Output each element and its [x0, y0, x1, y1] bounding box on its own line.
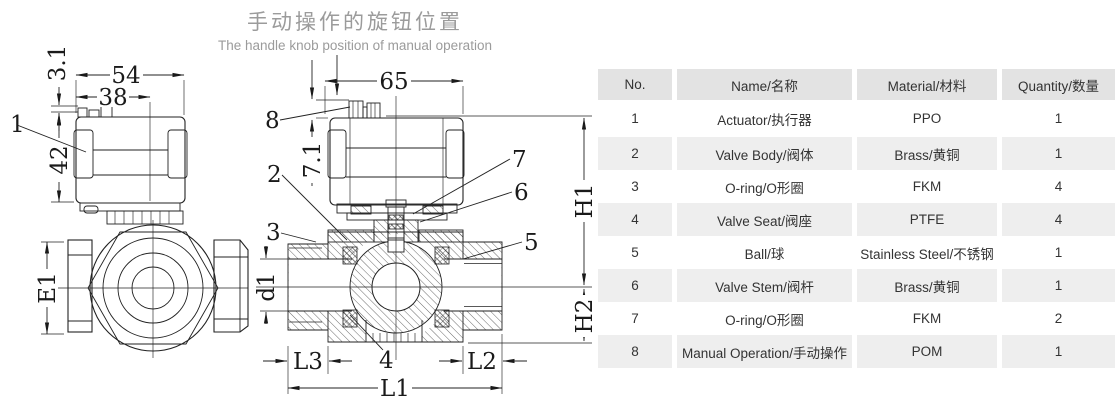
leader-6-label: 6	[514, 180, 529, 206]
dim-H1-label: H1	[572, 184, 598, 219]
dim-L1: L1	[287, 376, 503, 402]
actuator-section	[327, 117, 465, 206]
leader-2-label: 2	[267, 162, 282, 188]
leader-2: 2	[267, 162, 348, 241]
dim-38: 38	[75, 85, 151, 111]
dim-3-1: 3.1	[45, 39, 78, 131]
dim-L3-label: L3	[293, 349, 323, 375]
actuator-body-outline	[75, 116, 186, 204]
leader-1: 1	[10, 112, 87, 153]
bom-cell: Brass/黄铜	[857, 137, 997, 170]
bom-cell: 3	[598, 170, 672, 203]
bom-cell: 4	[1002, 203, 1115, 236]
drawing-title-en: The handle knob position of manual opera…	[218, 38, 492, 53]
leader-5: 5	[462, 230, 539, 260]
valve-seat	[434, 309, 450, 328]
bom-header-no: No.	[598, 69, 672, 100]
dim-L2: L2	[439, 334, 527, 394]
section-view: 65 7.1 H1	[254, 55, 598, 402]
bom-cell: 6	[598, 269, 672, 302]
leader-7: 7	[412, 147, 527, 215]
bom-cell: Valve Body/阀体	[677, 137, 852, 170]
bom-cell: O-ring/O形圈	[677, 302, 852, 335]
bom-cell: Stainless Steel/不锈钢	[857, 236, 997, 269]
dim-42-label: 42	[47, 145, 73, 174]
bom-cell: Valve Seat/阀座	[677, 203, 852, 236]
bom-cell: PTFE	[857, 203, 997, 236]
bom-header-quantity: Quantity/数量	[1002, 69, 1115, 100]
side-view: 3.1 54 38	[10, 39, 249, 358]
bom-cell: 5	[598, 236, 672, 269]
valve-technical-drawing: 3.1 54 38	[10, 39, 598, 402]
drawing-title-zh: 手动操作的旋钮位置	[247, 11, 463, 34]
valve-end-view	[58, 220, 249, 358]
dim-65-label: 65	[379, 69, 408, 95]
valve-seat	[434, 246, 450, 265]
bom-cell: 1	[1002, 100, 1115, 137]
dim-H2: H2	[468, 288, 598, 344]
bom-cell: 2	[598, 137, 672, 170]
leader-3-label: 3	[266, 220, 281, 246]
dim-42: 42	[47, 113, 74, 203]
bom-cell: O-ring/O形圈	[677, 170, 852, 203]
bom-cell: 1	[1002, 236, 1115, 269]
bom-cell: Manual Operation/手动操作	[677, 335, 852, 368]
bom-cell: 4	[598, 203, 672, 236]
dim-E1-label: E1	[35, 272, 61, 303]
bom-cell: Brass/黄铜	[857, 269, 997, 302]
leader-8: 8	[265, 106, 351, 134]
dim-54-label: 54	[111, 63, 140, 89]
leader-8-label: 8	[265, 108, 280, 134]
bom-cell: POM	[857, 335, 997, 368]
leader-4-label: 4	[379, 348, 394, 374]
bom-cell: 8	[598, 335, 672, 368]
leader-4: 4	[349, 314, 394, 374]
dim-3-1-label: 3.1	[45, 45, 71, 82]
bom-cell: 1	[1002, 269, 1115, 302]
bom-table: No. Name/名称 Material/材料 Quantity/数量 1 Ac…	[598, 69, 1115, 368]
bom-cell: 1	[1002, 137, 1115, 170]
dim-7-1-label: 7.1	[300, 142, 326, 179]
bom-cell: 4	[1002, 170, 1115, 203]
bom-cell: Ball/球	[677, 236, 852, 269]
drawing-title: 手动操作的旋钮位置 The handle knob position of ma…	[185, 6, 525, 53]
valve-seat	[342, 246, 358, 265]
leader-6: 6	[419, 180, 529, 223]
dim-L3: L3	[263, 346, 352, 394]
bom-cell: FKM	[857, 170, 997, 203]
bom-cell: 7	[598, 302, 672, 335]
dim-E1: E1	[35, 241, 64, 335]
dim-L1-label: L1	[380, 376, 410, 402]
bom-cell: FKM	[857, 302, 997, 335]
dim-L2-label: L2	[467, 349, 497, 375]
bom-cell: 2	[1002, 302, 1115, 335]
dim-d1: d1	[254, 246, 290, 324]
bom-cell: 1	[1002, 335, 1115, 368]
dim-H2-label: H2	[572, 299, 598, 334]
dim-H1: H1	[386, 115, 598, 286]
bom-cell: Valve Stem/阀杆	[677, 269, 852, 302]
bom-cell: 1	[598, 100, 672, 137]
bom-header-name: Name/名称	[677, 69, 852, 100]
leader-5-label: 5	[524, 230, 539, 256]
dim-7-1: 7.1	[300, 60, 349, 186]
leader-3: 3	[266, 220, 317, 246]
leader-1-label: 1	[10, 112, 25, 138]
bom-header-material: Material/材料	[857, 69, 997, 100]
valve-seat	[342, 309, 358, 328]
dim-65: 65	[324, 69, 464, 114]
bom-cell: Actuator/执行器	[677, 100, 852, 137]
bom-cell: PPO	[857, 100, 997, 137]
leader-7-label: 7	[512, 147, 527, 173]
manual-knob	[348, 100, 381, 119]
dim-54: 54	[75, 63, 185, 115]
dim-38-label: 38	[98, 85, 127, 111]
